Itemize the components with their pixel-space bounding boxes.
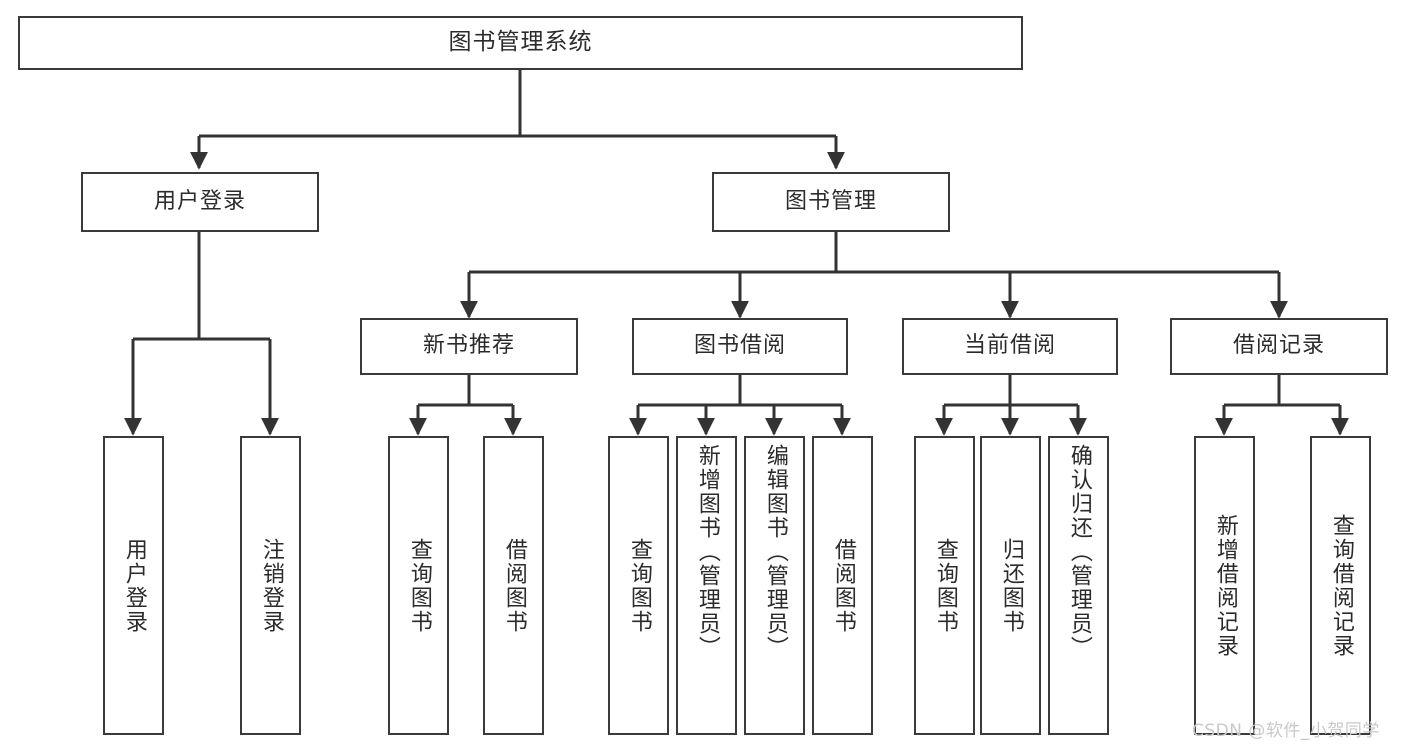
node-root[interactable]: 图书管理系统	[18, 16, 1023, 70]
leaf-query-book-2-label: 查询图书	[626, 537, 652, 634]
node-root-label: 图书管理系统	[448, 29, 593, 56]
leaf-query-book-1[interactable]: 查询图书	[388, 436, 449, 735]
leaf-query-book-2[interactable]: 查询图书	[608, 436, 669, 735]
leaf-borrow-book-1-label: 借阅图书	[501, 537, 527, 634]
leaf-return-book-label: 归还图书	[998, 537, 1024, 634]
leaf-query-record-label: 查询借阅记录	[1328, 513, 1354, 658]
node-user-login[interactable]: 用户登录	[81, 172, 319, 232]
node-book-management-label: 图书管理	[784, 188, 877, 214]
leaf-edit-book[interactable]: 编辑图书（管理员）	[744, 436, 805, 735]
leaf-user-login-label: 用户登录	[121, 537, 147, 634]
node-book-management[interactable]: 图书管理	[712, 172, 950, 232]
leaf-add-book-label: 新增图书（管理员）	[694, 444, 720, 660]
leaf-user-logout-label: 注销登录	[258, 537, 284, 634]
leaf-query-book-1-label: 查询图书	[406, 537, 432, 634]
leaf-query-book-3-label: 查询图书	[932, 537, 958, 634]
node-borrow-record-label: 借阅记录	[1232, 333, 1325, 359]
leaf-add-record[interactable]: 新增借阅记录	[1194, 436, 1255, 735]
leaf-user-logout[interactable]: 注销登录	[240, 436, 301, 735]
leaf-query-book-3[interactable]: 查询图书	[914, 436, 975, 735]
node-user-login-label: 用户登录	[153, 188, 246, 214]
leaf-borrow-book-2-label: 借阅图书	[830, 537, 856, 634]
leaf-borrow-book-2[interactable]: 借阅图书	[812, 436, 873, 735]
leaf-add-book[interactable]: 新增图书（管理员）	[676, 436, 737, 735]
csdn-watermark: CSDN @软件_小贺同学	[1192, 721, 1380, 741]
node-current-borrow-label: 当前借阅	[963, 333, 1056, 359]
leaf-confirm-return-label: 确认归还（管理员）	[1066, 444, 1092, 660]
node-book-borrow-label: 图书借阅	[693, 333, 786, 359]
leaf-query-record[interactable]: 查询借阅记录	[1310, 436, 1371, 735]
leaf-edit-book-label: 编辑图书（管理员）	[762, 444, 788, 660]
leaf-user-login[interactable]: 用户登录	[103, 436, 164, 735]
node-current-borrow[interactable]: 当前借阅	[902, 318, 1118, 375]
node-borrow-record[interactable]: 借阅记录	[1170, 318, 1388, 375]
node-new-book-recommend-label: 新书推荐	[422, 333, 515, 359]
leaf-confirm-return[interactable]: 确认归还（管理员）	[1048, 436, 1109, 735]
node-book-borrow[interactable]: 图书借阅	[632, 318, 848, 375]
leaf-return-book[interactable]: 归还图书	[980, 436, 1041, 735]
node-new-book-recommend[interactable]: 新书推荐	[360, 318, 578, 375]
leaf-add-record-label: 新增借阅记录	[1212, 513, 1238, 658]
leaf-borrow-book-1[interactable]: 借阅图书	[483, 436, 544, 735]
